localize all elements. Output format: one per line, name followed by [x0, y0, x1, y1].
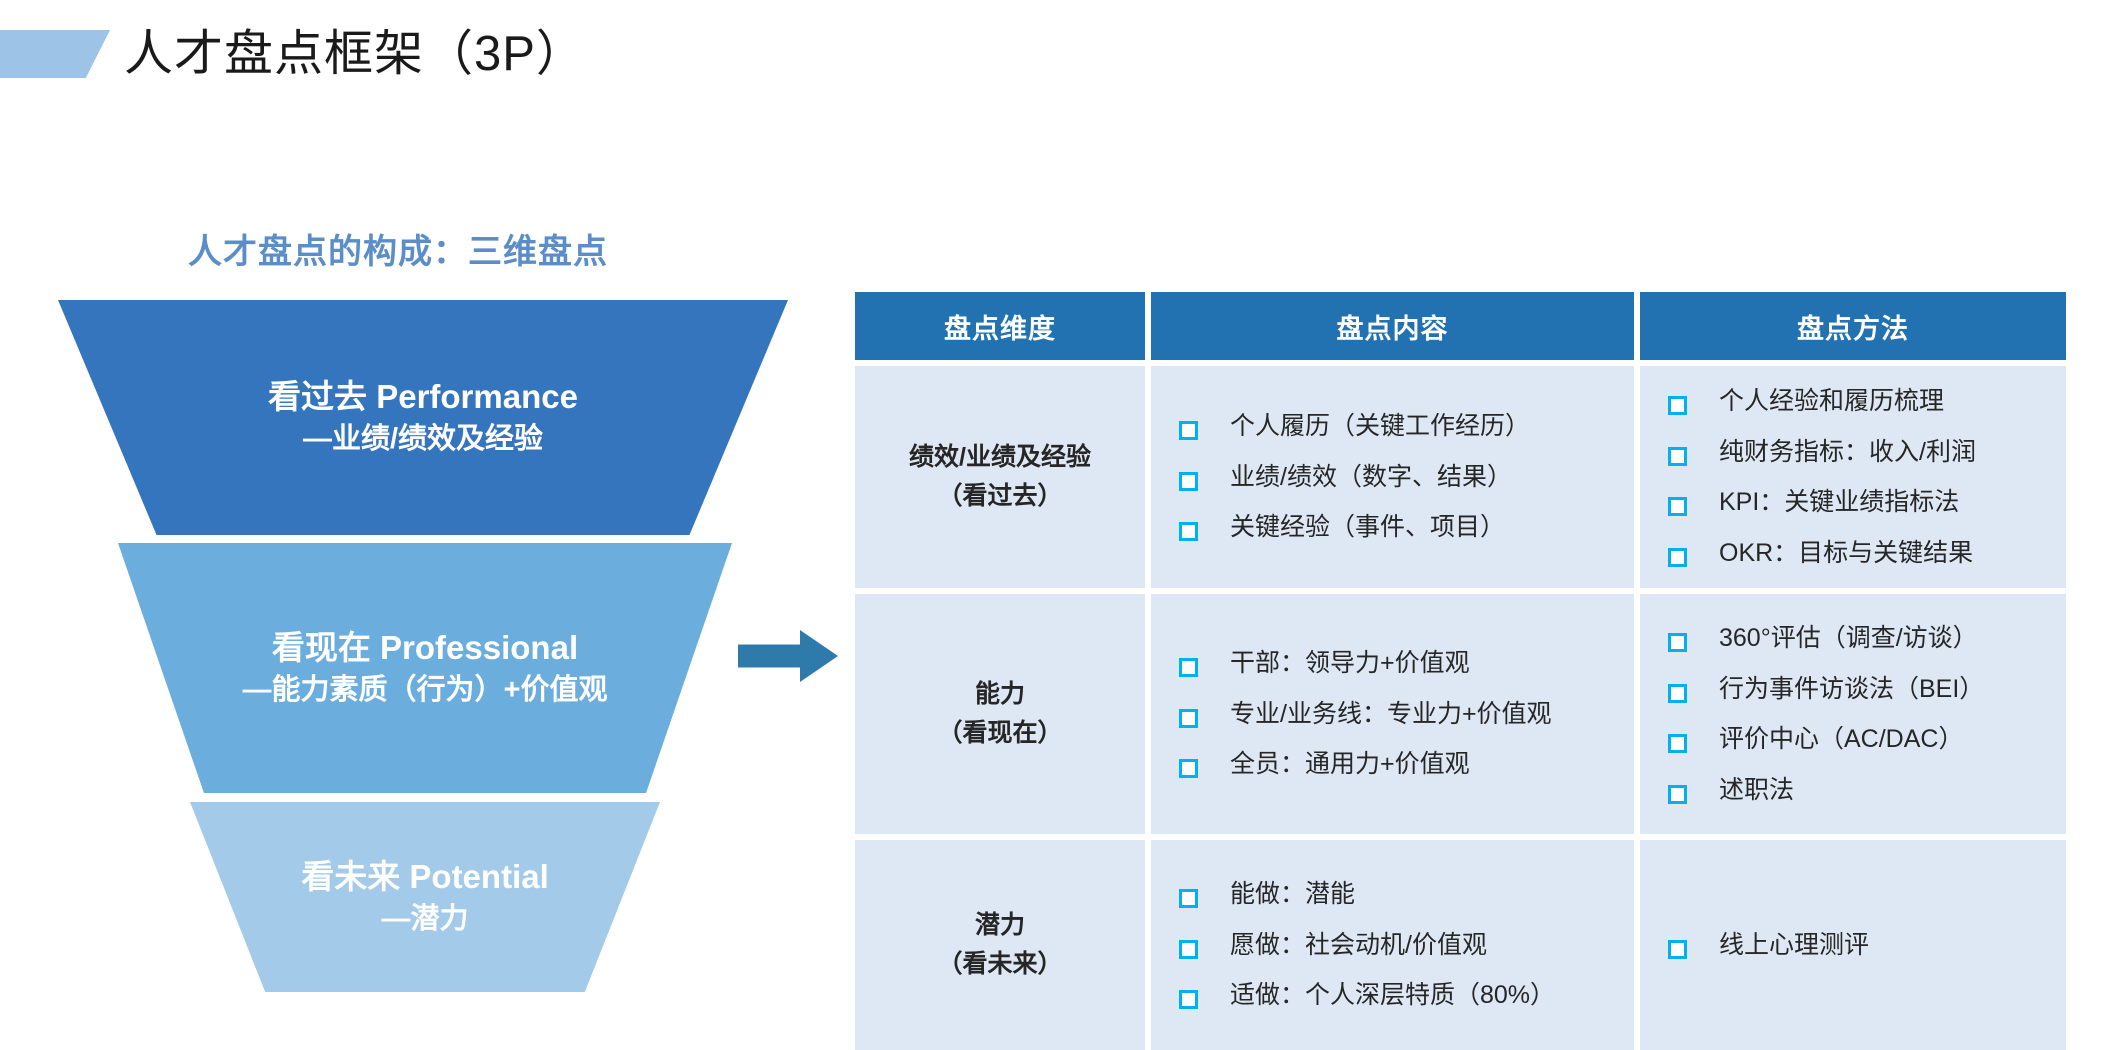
list-item-label: 个人经验和履历梳理 — [1719, 387, 1945, 415]
list-item-label: 360°评估（调查/访谈） — [1719, 624, 1978, 652]
funnel-segment-title: 看未来 Potential — [301, 857, 549, 895]
square-bullet-icon — [1668, 547, 1687, 567]
list-item-label: 线上心理测评 — [1719, 930, 1870, 959]
list-item-label: 干部：领导力+价值观 — [1230, 649, 1470, 678]
square-bullet-icon — [1668, 683, 1687, 703]
table-cell-content: 干部：领导力+价值观 专业/业务线：专业力+价值观 全员：通用力+价值观 — [1151, 594, 1634, 834]
list-item-label: 述职法 — [1719, 775, 1795, 804]
header-accent-shape — [0, 30, 110, 78]
square-bullet-icon — [1179, 939, 1198, 959]
square-bullet-icon — [1179, 708, 1198, 728]
funnel-diagram: 看过去 Performance —业绩/绩效及经验 看现在 Profession… — [0, 290, 830, 992]
funnel-segment-title: 看过去 Performance — [268, 378, 578, 416]
table-header-content: 盘点内容 — [1151, 292, 1634, 360]
list-item-label: 愿做：社会动机/价值观 — [1230, 930, 1487, 959]
list-item: 360°评估（调查/访谈） — [1668, 613, 2056, 664]
list-item: 干部：领导力+价值观 — [1179, 638, 1624, 689]
list-item: 线上心理测评 — [1668, 920, 2056, 971]
funnel-segment-professional: 看现在 Professional —能力素质（行为）+价值观 — [118, 543, 732, 793]
list-item: 关键经验（事件、项目） — [1179, 502, 1624, 553]
list-item: 专业/业务线：专业力+价值观 — [1179, 689, 1624, 740]
square-bullet-icon — [1668, 784, 1687, 804]
section-subtitle: 人才盘点的构成：三维盘点 — [188, 233, 608, 271]
table-cell-dimension: 能力 （看现在） — [855, 594, 1145, 834]
funnel-segment-subtitle: —业绩/绩效及经验 — [302, 423, 544, 456]
funnel-segment-potential: 看未来 Potential —潜力 — [190, 802, 660, 992]
funnel-segment-subtitle: —潜力 — [381, 902, 469, 935]
table-cell-method: 360°评估（调查/访谈） 行为事件访谈法（BEI） 评价中心（AC/DAC） … — [1640, 594, 2066, 834]
list-item: OKR：目标与关键结果 — [1668, 528, 2056, 579]
list-item: 个人经验和履历梳理 — [1668, 376, 2056, 427]
list-item-label: OKR：目标与关键结果 — [1719, 538, 1974, 567]
list-item: 评价中心（AC/DAC） — [1668, 714, 2056, 765]
table-row: 潜力 （看未来） 能做：潜能 愿做：社会动机/价值观 适做：个人深层特质（80%… — [855, 840, 2066, 1050]
list-item: KPI：关键业绩指标法 — [1668, 477, 2056, 528]
dimension-line-1: 潜力 — [974, 911, 1025, 940]
square-bullet-icon — [1179, 759, 1198, 779]
table-header-method: 盘点方法 — [1640, 292, 2066, 360]
list-item: 纯财务指标：收入/利润 — [1668, 427, 2056, 478]
list-item: 适做：个人深层特质（80%） — [1179, 970, 1624, 1021]
list-item: 全员：通用力+价值观 — [1179, 739, 1624, 790]
list-item: 能做：潜能 — [1179, 869, 1624, 920]
list-item: 述职法 — [1668, 765, 2056, 816]
table-row: 绩效/业绩及经验 （看过去） 个人履历（关键工作经历） 业绩/绩效（数字、结果）… — [855, 366, 2066, 588]
list-item: 个人履历（关键工作经历） — [1179, 401, 1624, 452]
table-cell-content: 能做：潜能 愿做：社会动机/价值观 适做：个人深层特质（80%） — [1151, 840, 1634, 1050]
inventory-table: 盘点维度 盘点内容 盘点方法 绩效/业绩及经验 （看过去） 个人履历（关键工作经… — [855, 292, 2066, 1050]
table-cell-dimension: 绩效/业绩及经验 （看过去） — [855, 366, 1145, 588]
list-item-label: 适做：个人深层特质（80%） — [1230, 981, 1556, 1010]
page-title: 人才盘点框架（3P） — [124, 27, 586, 81]
list-item-label: 关键经验（事件、项目） — [1230, 513, 1506, 542]
table-cell-method: 个人经验和履历梳理 纯财务指标：收入/利润 KPI：关键业绩指标法 OKR：目标… — [1640, 366, 2066, 588]
list-item: 行为事件访谈法（BEI） — [1668, 664, 2056, 715]
funnel-segment-subtitle: —能力素质（行为）+价值观 — [242, 673, 608, 706]
square-bullet-icon — [1179, 990, 1198, 1010]
square-bullet-icon — [1179, 471, 1198, 491]
table-cell-method: 线上心理测评 — [1640, 840, 2066, 1050]
square-bullet-icon — [1179, 889, 1198, 909]
square-bullet-icon — [1179, 522, 1198, 542]
list-item-label: 专业/业务线：专业力+价值观 — [1230, 699, 1552, 728]
table-header-dimension: 盘点维度 — [855, 292, 1145, 360]
square-bullet-icon — [1668, 446, 1687, 466]
square-bullet-icon — [1668, 396, 1687, 415]
dimension-line-2: （看未来） — [937, 950, 1063, 978]
dimension-line-2: （看过去） — [937, 482, 1063, 510]
dimension-line-1: 能力 — [974, 680, 1025, 709]
funnel-segment-title: 看现在 Professional — [271, 628, 579, 666]
dimension-line-2: （看现在） — [937, 719, 1063, 747]
table-cell-dimension: 潜力 （看未来） — [855, 840, 1145, 1050]
square-bullet-icon — [1668, 497, 1687, 516]
square-bullet-icon — [1668, 633, 1687, 652]
funnel-segment-performance: 看过去 Performance —业绩/绩效及经验 — [58, 300, 788, 535]
square-bullet-icon — [1668, 939, 1687, 959]
list-item-label: 全员：通用力+价值观 — [1230, 750, 1470, 779]
square-bullet-icon — [1668, 734, 1687, 753]
list-item-label: 纯财务指标：收入/利润 — [1719, 437, 1976, 466]
table-cell-content: 个人履历（关键工作经历） 业绩/绩效（数字、结果） 关键经验（事件、项目） — [1151, 366, 1634, 588]
square-bullet-icon — [1179, 421, 1198, 441]
list-item-label: KPI：关键业绩指标法 — [1719, 488, 1960, 516]
list-item-label: 行为事件访谈法（BEI） — [1719, 674, 1985, 703]
table-row: 能力 （看现在） 干部：领导力+价值观 专业/业务线：专业力+价值观 全员：通用… — [855, 594, 2066, 834]
list-item: 愿做：社会动机/价值观 — [1179, 920, 1624, 971]
list-item-label: 能做：潜能 — [1230, 880, 1356, 909]
list-item-label: 评价中心（AC/DAC） — [1719, 725, 1964, 753]
list-item: 业绩/绩效（数字、结果） — [1179, 452, 1624, 503]
list-item-label: 个人履历（关键工作经历） — [1230, 412, 1531, 441]
table-header-row: 盘点维度 盘点内容 盘点方法 — [855, 292, 2066, 360]
dimension-line-1: 绩效/业绩及经验 — [909, 443, 1091, 472]
square-bullet-icon — [1179, 658, 1198, 678]
list-item-label: 业绩/绩效（数字、结果） — [1230, 462, 1512, 491]
